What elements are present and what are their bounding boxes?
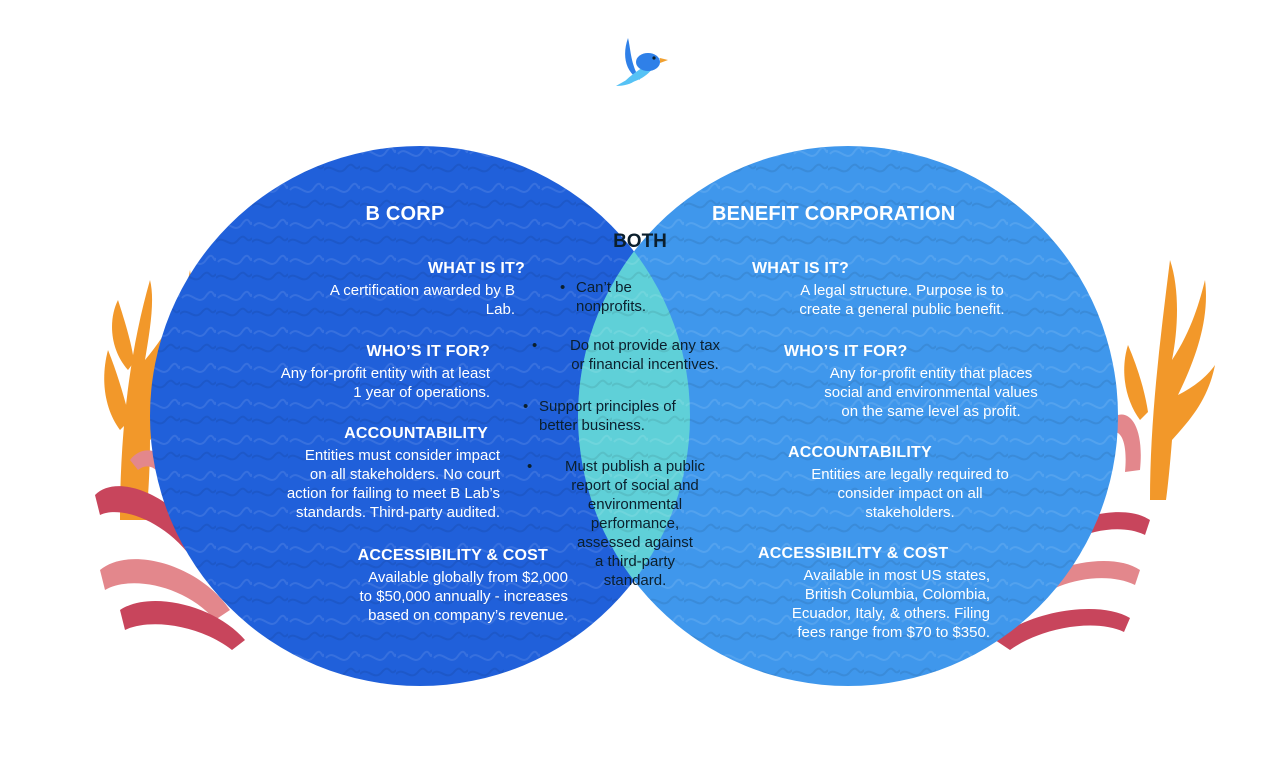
- bird-logo-icon: [616, 38, 668, 86]
- benefit-accountability-title: ACCOUNTABILITY: [788, 444, 932, 461]
- coral-decoration-icon: [1124, 260, 1215, 500]
- benefit-what-text: A legal structure. Purpose is to create …: [799, 282, 1005, 318]
- bcorp-who-title: WHO’S IT FOR?: [366, 343, 490, 360]
- benefit-corporation-heading: BENEFIT CORPORATION: [712, 203, 956, 225]
- both-item-text: Support principles of better business.: [539, 398, 676, 434]
- benefit-who-title: WHO’S IT FOR?: [784, 343, 908, 360]
- bcorp-cost-title: ACCESSIBILITY & COST: [357, 547, 548, 564]
- both-item-1: • Can’t be nonprofits.: [560, 278, 700, 316]
- both-item-4: • Must publish a public report of social…: [527, 457, 727, 590]
- benefit-cost-text: Available in most US states, British Col…: [791, 567, 990, 641]
- both-item-3: • Support principles of better business.: [523, 397, 723, 435]
- bcorp-what-title: WHAT IS IT?: [428, 260, 525, 277]
- benefit-accountability-text: Entities are legally required to conside…: [811, 466, 1009, 521]
- coral-right: [995, 260, 1215, 650]
- bcorp-accountability-text: Entities must consider impact on all sta…: [286, 447, 500, 521]
- bcorp-accountability-title: ACCOUNTABILITY: [344, 425, 488, 442]
- bcorp-cost-text: Available globally from $2,000 to $50,00…: [359, 569, 568, 624]
- both-item-text: Do not provide any tax or financial ince…: [569, 337, 721, 373]
- benefit-who-text: Any for-profit entity that places social…: [824, 365, 1038, 420]
- both-item-2: • Do not provide any tax or financial in…: [532, 336, 742, 374]
- bcorp-what-text: A certification awarded by B Lab.: [329, 282, 515, 318]
- both-item-text: Must publish a public report of social a…: [564, 458, 706, 589]
- coral-tubes-right: [995, 414, 1150, 650]
- benefit-cost-title: ACCESSIBILITY & COST: [758, 545, 949, 562]
- benefit-what-title: WHAT IS IT?: [752, 260, 849, 277]
- bcorp-who-text: Any for-profit entity with at least 1 ye…: [280, 365, 490, 401]
- both-item-text: Can’t be nonprofits.: [576, 279, 647, 315]
- bcorp-heading: B CORP: [365, 203, 445, 225]
- both-heading: BOTH: [613, 231, 667, 252]
